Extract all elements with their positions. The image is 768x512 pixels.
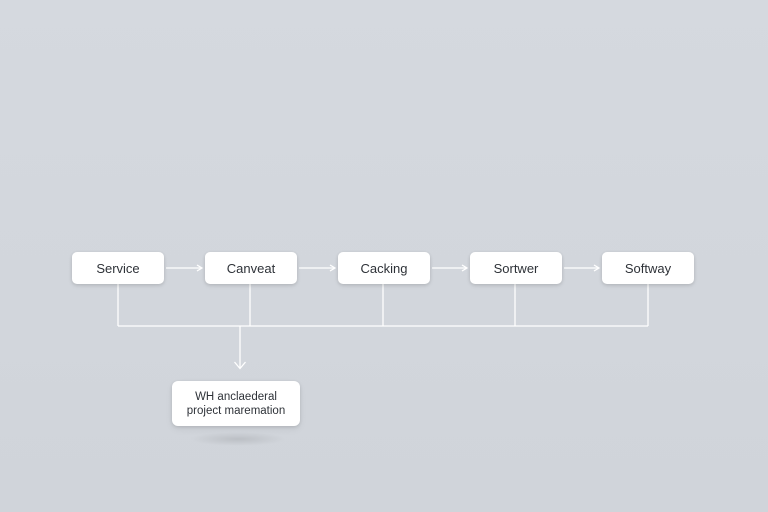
result-node[interactable]: WH anclaederal project maremation (172, 381, 300, 426)
result-line-2: project maremation (186, 404, 286, 417)
node-cacking-label: Cacking (360, 260, 408, 276)
result-shadow (190, 432, 286, 446)
node-canveat[interactable]: Canveat (205, 252, 297, 284)
arrow-bus-to-result-head (234, 361, 246, 370)
node-sortwer-label: Sortwer (493, 260, 539, 276)
node-softway[interactable]: Softway (602, 252, 694, 284)
node-softway-label: Softway (624, 260, 672, 276)
result-line-1: WH anclaederal (195, 390, 277, 403)
node-sortwer[interactable]: Sortwer (470, 252, 562, 284)
node-canveat-label: Canveat (226, 260, 276, 276)
node-service[interactable]: Service (72, 252, 164, 284)
node-service-label: Service (96, 260, 140, 276)
node-cacking[interactable]: Cacking (338, 252, 430, 284)
